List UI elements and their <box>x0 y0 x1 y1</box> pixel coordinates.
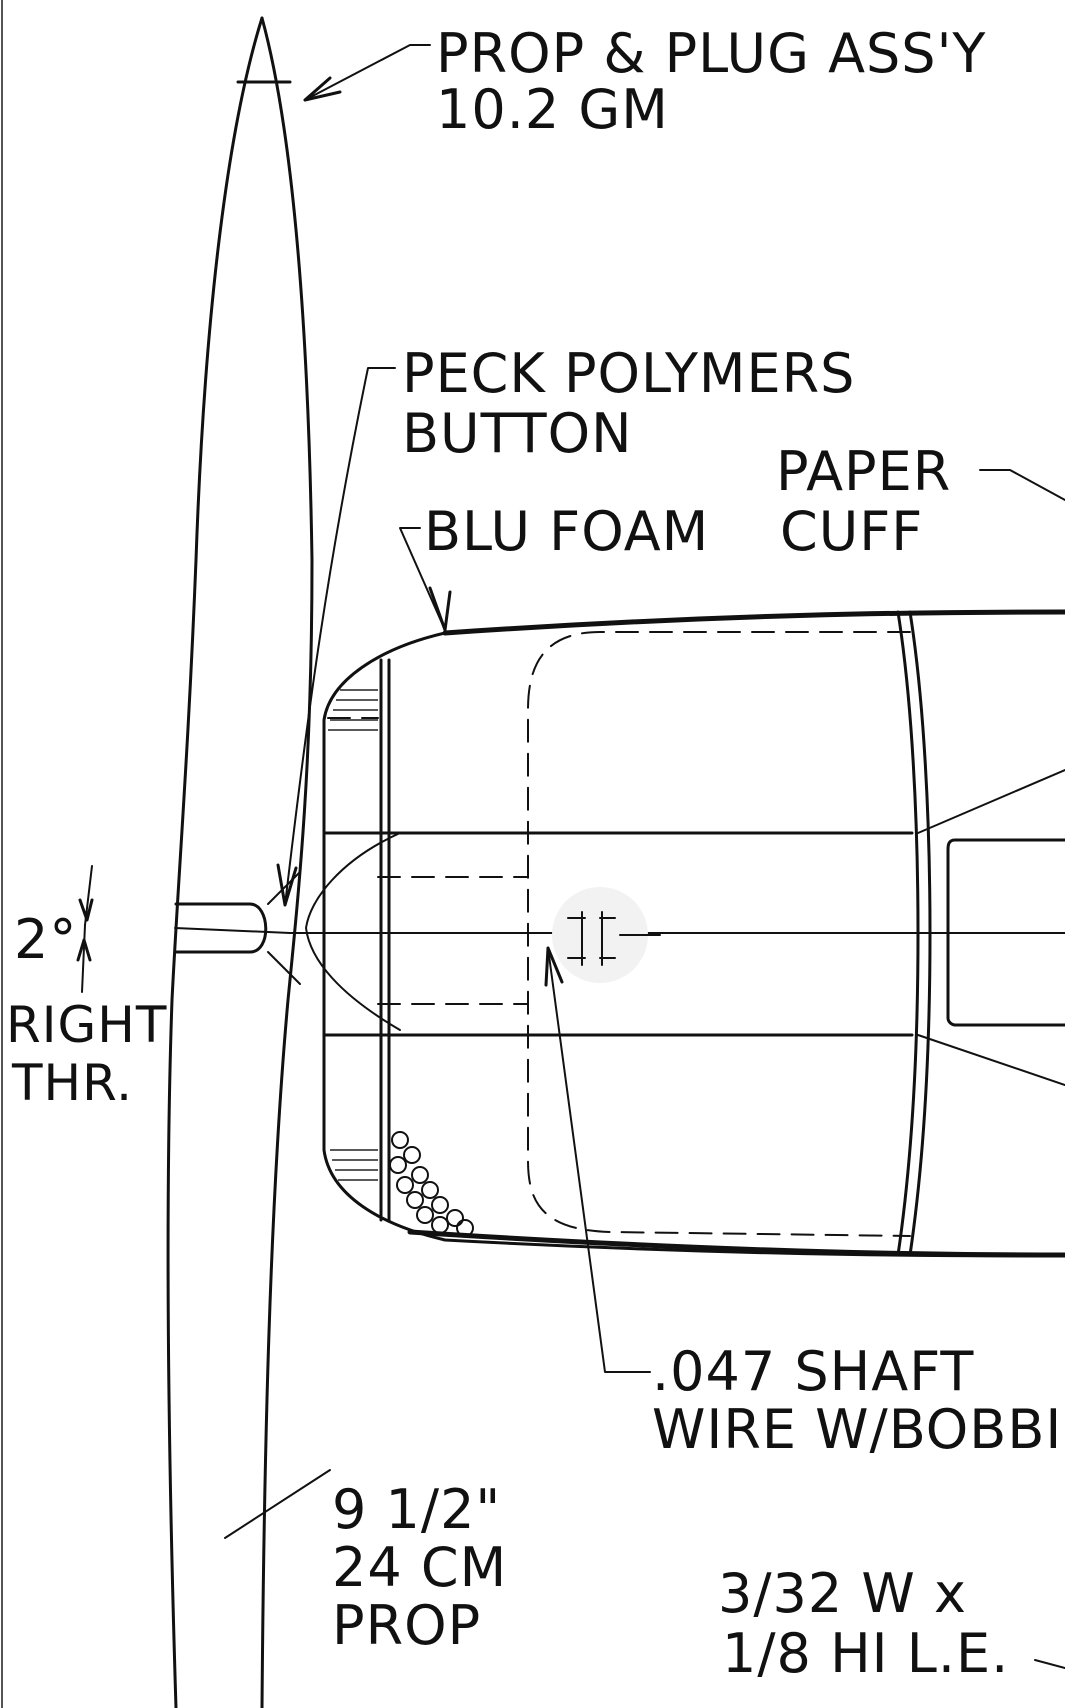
bobbin-label: WIRE W/BOBBIN <box>652 1398 1065 1461</box>
inner-outline <box>527 631 911 1237</box>
cabin-window <box>917 769 1065 1086</box>
peck-label: PECK POLYMERS <box>402 342 855 405</box>
le-height-label: 1/8 HI L.E. <box>722 1622 1009 1685</box>
propeller <box>166 16 314 1708</box>
nose-block <box>322 609 1065 1258</box>
le-width-label: 3/32 W x <box>718 1562 967 1625</box>
button-label: BUTTON <box>402 402 633 465</box>
prop-label: PROP <box>332 1594 481 1657</box>
prop-assy-label: PROP & PLUG ASS'Y <box>436 22 986 85</box>
thr-label: THR. <box>11 1054 133 1112</box>
prop-cm-label: 24 CM <box>332 1536 507 1599</box>
shaft-label: .047 SHAFT <box>652 1340 974 1403</box>
prop-size-label: 9 1/2" <box>332 1478 501 1541</box>
paper-cuff <box>896 610 932 1257</box>
button-outline <box>305 832 401 1031</box>
paper-label: PAPER <box>776 440 951 503</box>
cuff-label: CUFF <box>780 500 923 563</box>
right-thrust-label: RIGHT <box>6 996 167 1054</box>
blu-foam-label: BLU FOAM <box>424 500 709 563</box>
thrust-angle-label: 2° <box>14 908 77 971</box>
fuselage-lines <box>174 831 1065 1037</box>
leader-lines <box>76 44 1065 1669</box>
prop-assy-weight: 10.2 GM <box>436 78 669 141</box>
bobbin <box>552 887 661 983</box>
